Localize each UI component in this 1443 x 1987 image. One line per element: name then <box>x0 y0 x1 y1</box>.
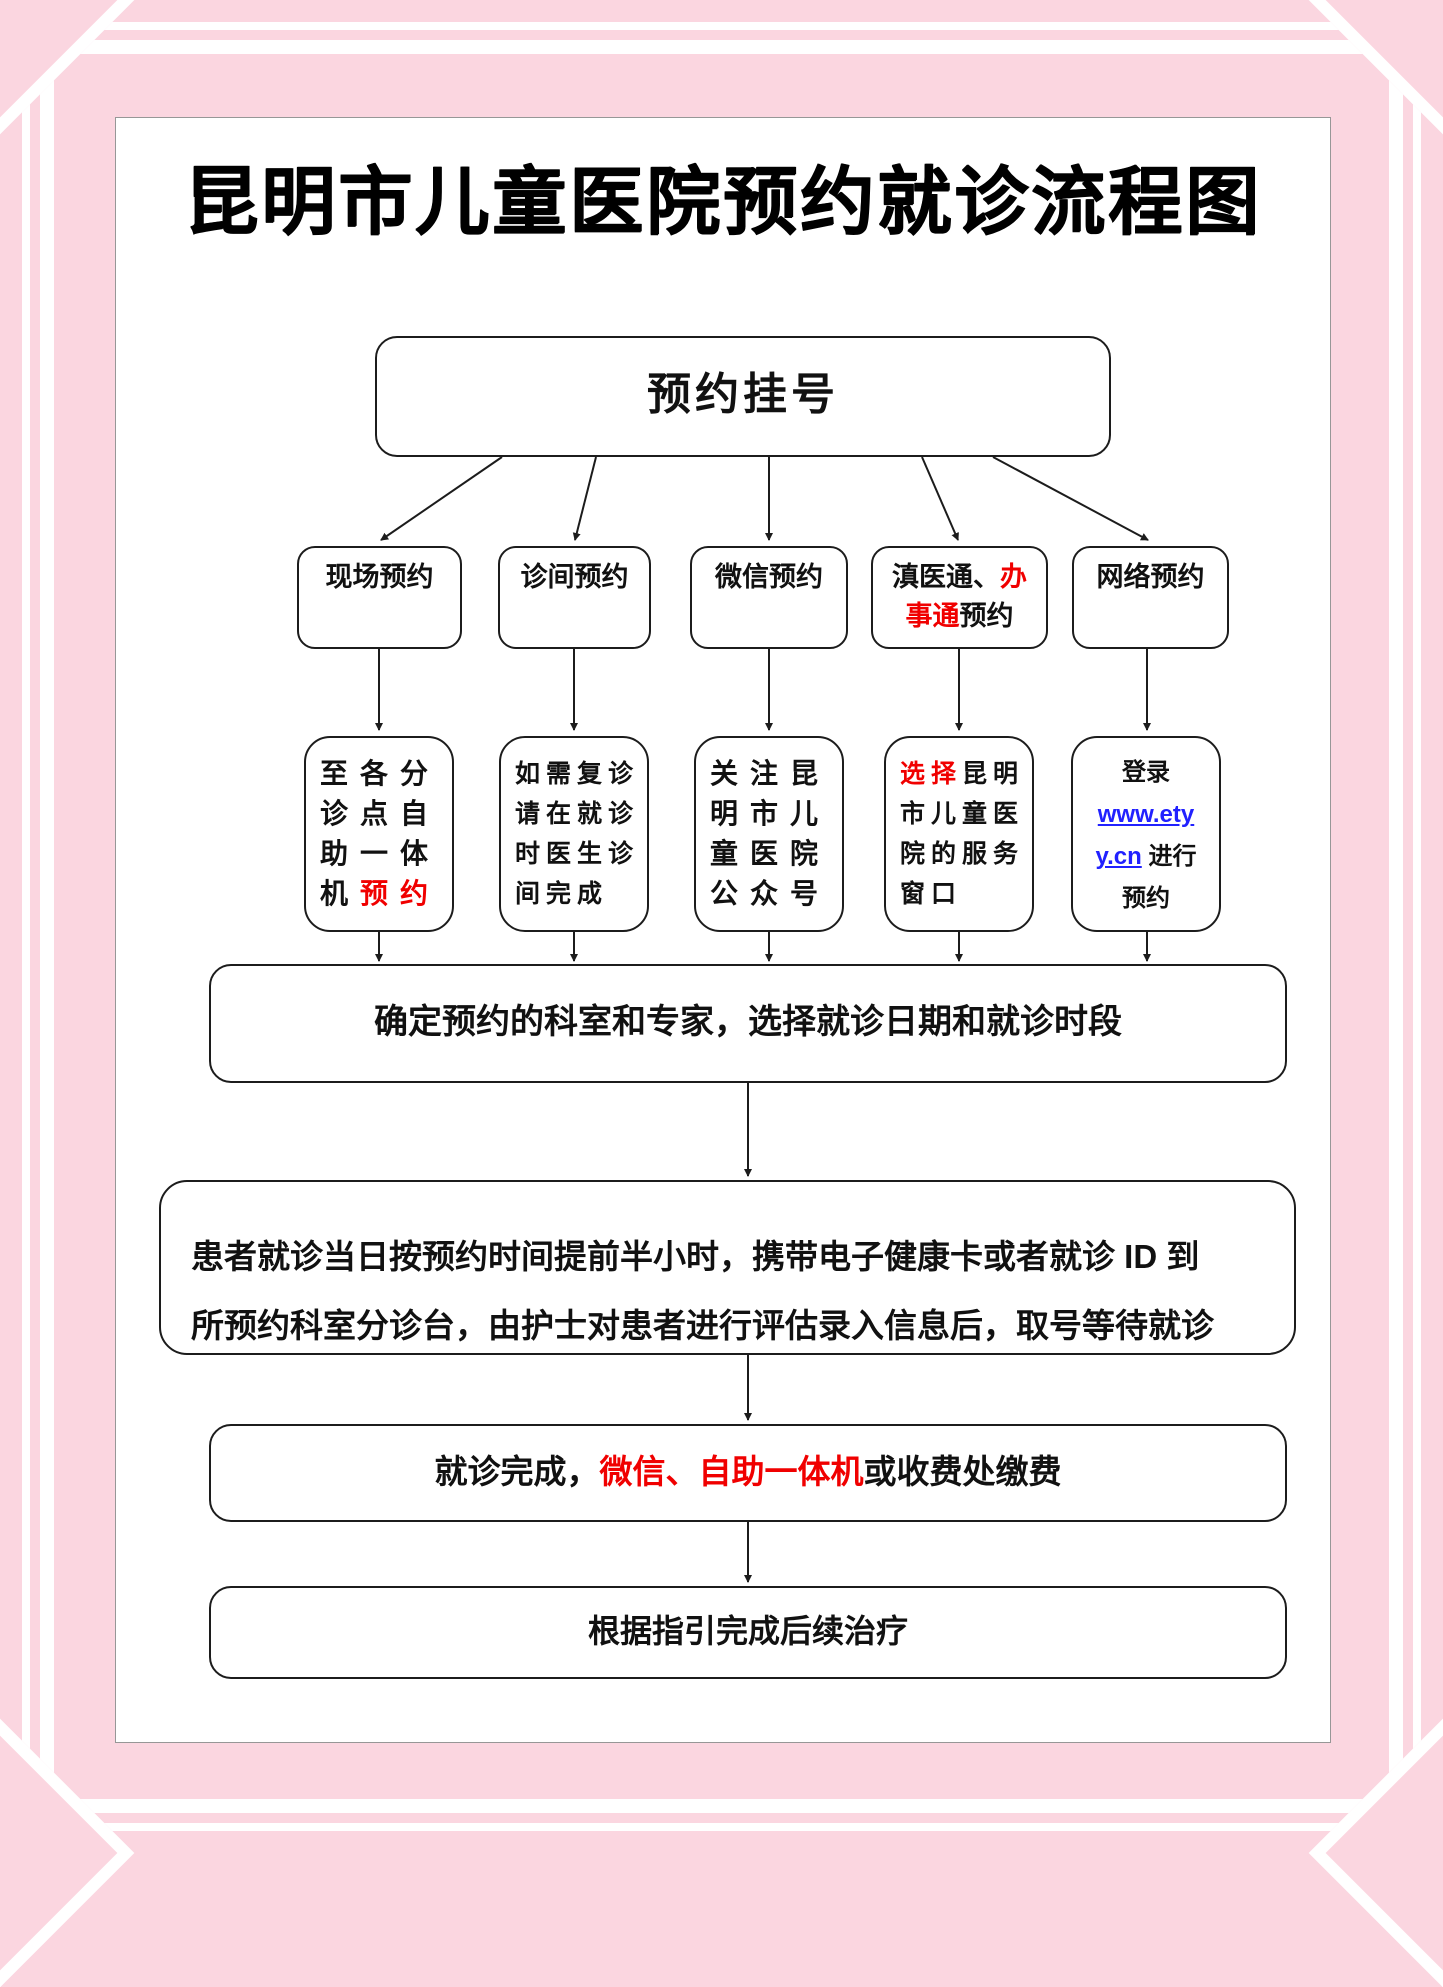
arrow-start-to-branch-1 <box>380 456 503 541</box>
method-node-official-account: 关注昆 明市儿 童医院 公众号 <box>694 736 844 932</box>
branch-label: 微信预约 <box>715 562 823 592</box>
page-title: 昆明市儿童医院预约就诊流程图 <box>184 160 1262 243</box>
arrive-line-2: 所预约科室分诊台，由护士对患者进行评估录入信息后，取号等待就诊 <box>191 1307 1214 1344</box>
branch-label-suffix: 预约 <box>959 601 1014 632</box>
method-line: 院的服务 <box>900 840 1025 868</box>
method-line: www.ety <box>1087 794 1205 836</box>
branch-label: 诊间预约 <box>520 562 629 592</box>
frame-stripe-outer <box>22 22 1421 1831</box>
step-choose-node: 确定预约的科室和专家，选择就诊日期和就诊时段 <box>209 964 1287 1083</box>
content-panel: 昆明市儿童医院预约就诊流程图 <box>115 117 1331 1743</box>
branch-node-web: 网络预约 <box>1072 546 1229 649</box>
method-line: 时医生诊 <box>515 840 640 868</box>
pay-suffix: 或收费处缴费 <box>863 1453 1062 1490</box>
method-node-selfservice: 至各分 诊点自 助一体 机预约 <box>304 736 454 932</box>
arrive-line-1: 患者就诊当日按预约时间提前半小时，携带电子健康卡或者就诊 ID 到 <box>191 1238 1200 1275</box>
method-line: 机预约 <box>320 878 441 909</box>
method-node-revisit: 如需复诊 请在就诊 时医生诊 间完成 <box>499 736 649 932</box>
branch-label: 现场预约 <box>325 562 434 592</box>
method-line: 至各分 <box>320 758 441 789</box>
method-line: 助一体 <box>320 838 441 869</box>
method-line: 明市儿 <box>710 798 831 829</box>
method-line: 市儿童医 <box>900 800 1025 828</box>
branch-node-dianyitong: 滇医通、办事通预约 <box>871 546 1048 649</box>
method-line: 公众号 <box>710 878 831 909</box>
arrow-group <box>375 456 1151 1583</box>
pay-prefix: 就诊完成， <box>434 1453 600 1490</box>
method-line: 登录 <box>1122 759 1170 786</box>
method-line: 诊点自 <box>320 798 441 829</box>
branch-node-clinic: 诊间预约 <box>498 546 651 649</box>
method-line: y.cn 进行 <box>1095 843 1197 870</box>
step-arrive-node: 患者就诊当日按预约时间提前半小时，携带电子健康卡或者就诊 ID 到 所预约科室分… <box>159 1180 1296 1355</box>
method-node-website: 登录 www.ety y.cn 进行 预约 <box>1071 736 1221 932</box>
start-node: 预约挂号 <box>375 336 1111 457</box>
arrow-start-to-branch-4 <box>921 456 959 541</box>
branch-node-onsite: 现场预约 <box>297 546 462 649</box>
method-line: 间完成 <box>515 880 609 908</box>
step-followup-node: 根据指引完成后续治疗 <box>209 1586 1287 1679</box>
method-line: 窗口 <box>900 880 963 908</box>
arrow-start-to-branch-2 <box>572 456 597 541</box>
arrow-start-to-branch-5 <box>992 456 1149 541</box>
method-line: 关注昆 <box>710 758 831 789</box>
pay-red-text: 微信、自助一体机 <box>599 1453 864 1490</box>
branch-node-wechat: 微信预约 <box>690 546 848 649</box>
etyy-website-link[interactable]: www.ety <box>1097 801 1195 828</box>
method-line: 预约 <box>1122 885 1170 912</box>
branch-label: 网络预约 <box>1096 562 1205 592</box>
frame-stripe-inner <box>40 40 1403 1813</box>
method-line: 如需复诊 <box>515 760 640 788</box>
branch-label: 滇医通、 <box>892 562 1000 592</box>
method-line: 选择昆明 <box>900 760 1025 788</box>
method-line: 请在就诊 <box>515 800 640 828</box>
branch-label-red: 办事通 <box>905 562 1028 632</box>
etyy-website-link-2[interactable]: y.cn <box>1095 843 1142 870</box>
flow-connectors <box>375 456 1151 1583</box>
method-line: 童医院 <box>710 838 831 869</box>
step-pay-node: 就诊完成，微信、自助一体机或收费处缴费 <box>209 1424 1287 1522</box>
method-node-service-window: 选择昆明 市儿童医 院的服务 窗口 <box>884 736 1034 932</box>
